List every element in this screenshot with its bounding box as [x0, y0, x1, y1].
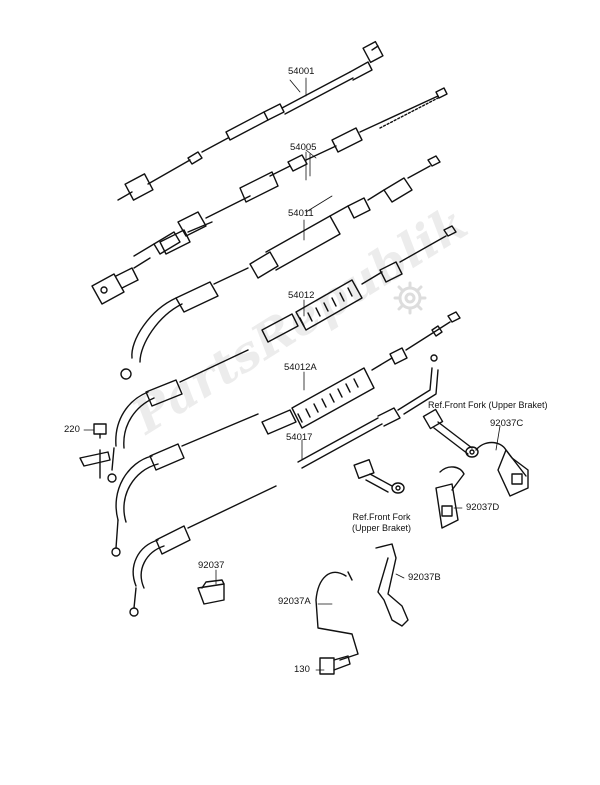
label-220: 220 — [64, 424, 80, 435]
label-92037: 92037 — [198, 560, 225, 571]
label-54011: 54011 — [288, 208, 314, 219]
bracket-92037A — [315, 571, 359, 661]
cable-54001 — [117, 40, 384, 201]
leader-lines — [215, 77, 501, 671]
clamp-92037D — [435, 466, 465, 529]
cable-lower-a — [111, 413, 259, 557]
cable-54012 — [120, 225, 457, 380]
ref-note-lower: Ref.Front Fork (Upper Braket) — [352, 512, 411, 534]
bolt-130 — [319, 655, 351, 675]
label-92037C: 92037C — [490, 418, 524, 429]
ref-note-lower-line1: Ref.Front Fork — [352, 512, 411, 522]
label-54017: 54017 — [286, 432, 313, 443]
label-92037D: 92037D — [466, 502, 500, 513]
label-54012: 54012 — [288, 290, 315, 301]
bolt-220 — [83, 423, 107, 439]
label-54005: 54005 — [290, 142, 317, 153]
bracket-92037B — [375, 543, 409, 627]
cable-54005 — [133, 87, 448, 257]
gear-icon — [393, 281, 427, 315]
cable-54011 — [91, 155, 441, 305]
label-54012A: 54012A — [284, 362, 317, 373]
label-54001: 54001 — [288, 66, 315, 77]
label-92037A: 92037A — [278, 596, 311, 607]
ref-note-lower-line2: (Upper Braket) — [352, 523, 412, 533]
fork-bolt-lower — [353, 458, 405, 494]
cable-lower-b — [129, 485, 277, 617]
label-92037B: 92037B — [408, 572, 441, 583]
cable-54012A — [79, 311, 461, 483]
ref-note-upper: Ref.Front Fork (Upper Braket) — [428, 400, 548, 410]
cable-54017 — [297, 325, 443, 469]
clamp-92037C — [475, 441, 529, 497]
fork-bolt-upper — [422, 408, 479, 458]
clamp-92037 — [197, 579, 225, 605]
label-130: 130 — [294, 664, 310, 675]
